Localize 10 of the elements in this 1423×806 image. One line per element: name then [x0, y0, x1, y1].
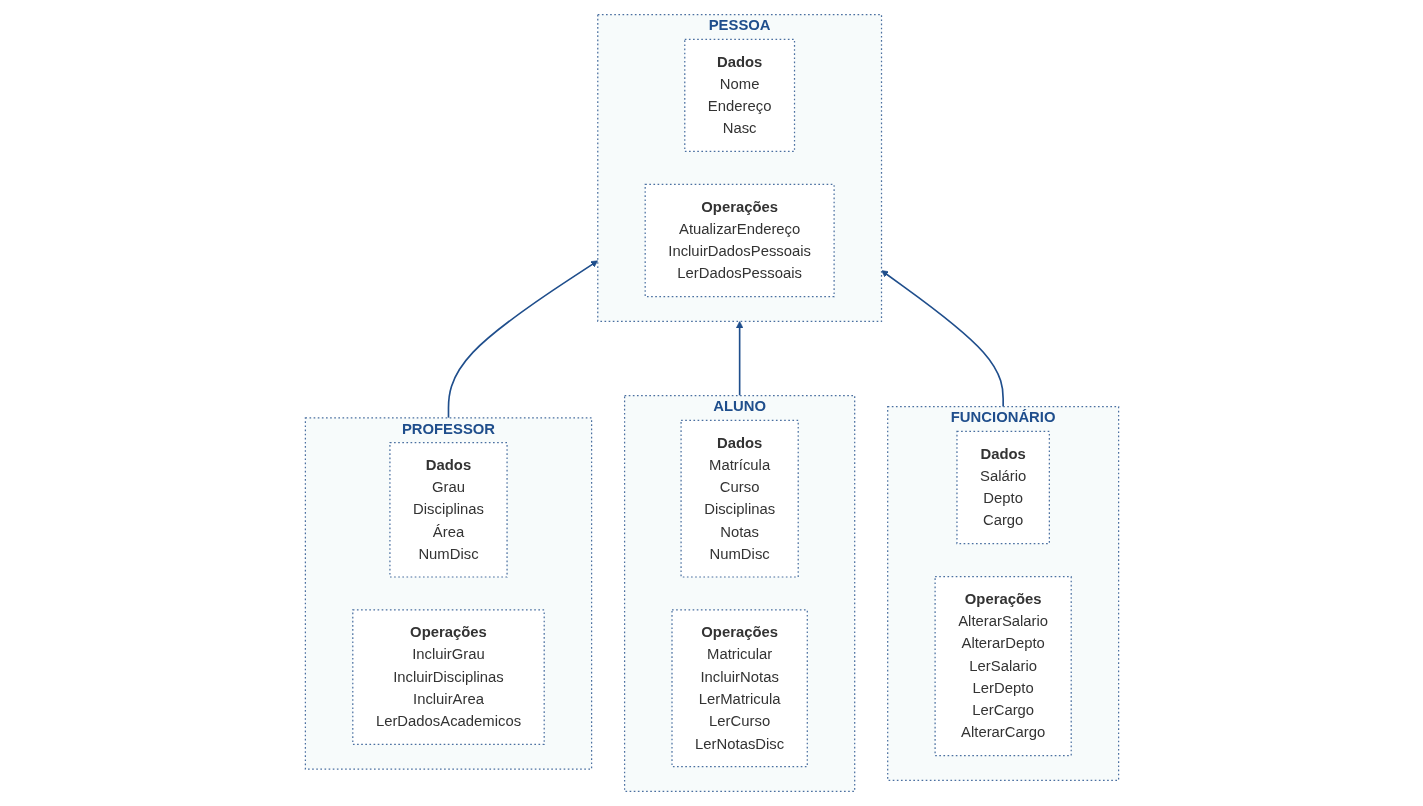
node-box: Dados Salário Depto Cargo: [955, 430, 1050, 545]
arrow: [735, 321, 743, 397]
node-box: Dados Nome Endereço Nasc: [683, 38, 795, 153]
node-box: Operações AtualizarEndereço IncluirDadosPessoais LerDadosPessoais: [644, 183, 835, 298]
node-box: Dados Grau Disciplinas Área NumDisc: [388, 441, 508, 578]
node-box: Operações IncluirGrau IncluirDisciplinas IncluirArea LerDadosAcademicos: [351, 609, 545, 745]
arrow: [447, 260, 598, 419]
node-box: Dados Matrícula Curso Disciplinas Notas NumDisc: [679, 419, 799, 578]
node-box: Operações Matricular IncluirNotas LerMatricula LerCurso LerNotasDisc: [670, 609, 808, 768]
node-box: Operações AlterarSalario AlterarDepto LerSalario LerDepto LerCargo AlterarCargo: [934, 575, 1072, 757]
